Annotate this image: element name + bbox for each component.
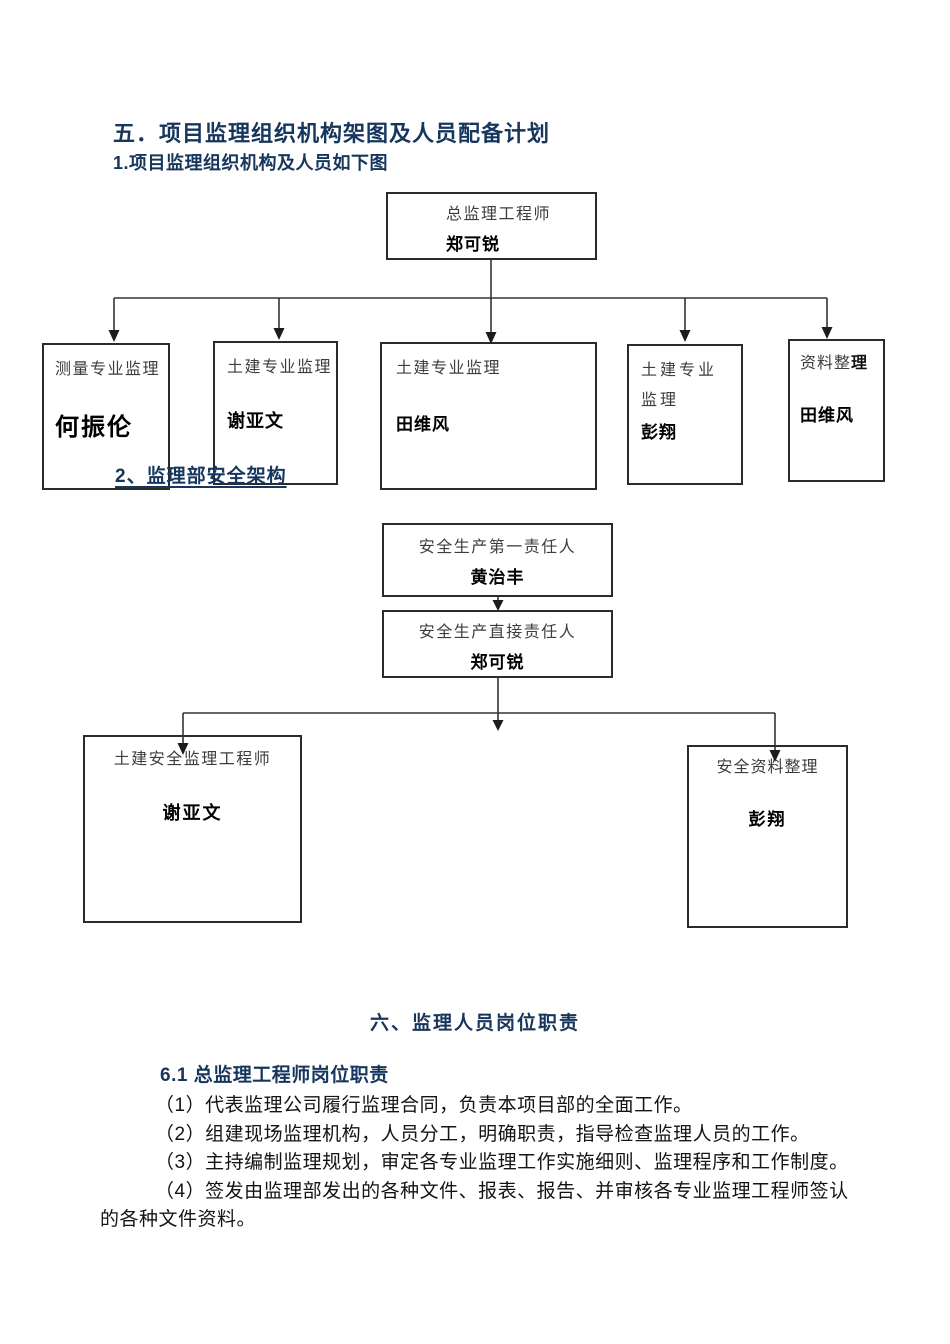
safety-direct-name: 郑可锐: [470, 653, 525, 672]
section6-1-title: 6.1 总监理工程师岗位职责: [160, 1065, 389, 1086]
section5-sub1: 1.项目监理组织机构及人员如下图: [113, 153, 389, 173]
safety-archives-name: 彭翔: [748, 810, 787, 829]
section5-sub2: 2、监理部安全架构: [115, 466, 287, 487]
org1-archives-name: 田维风: [800, 406, 854, 425]
org1-box-archives: 资料整理 田维风: [788, 339, 885, 482]
safety-direct-title: 安全生产直接责任人: [418, 624, 577, 641]
org1-archives-title: 资料整理: [800, 355, 869, 372]
org1-civil2-name: 田维风: [396, 415, 450, 434]
org1-civil1-name: 谢亚文: [227, 411, 284, 431]
org1-civil2-title: 土建专业监理: [396, 360, 502, 377]
org1-box-civil-2: 土建专业监理 田维风: [380, 342, 597, 490]
safety-box-civil-engineer: 土建安全监理工程师 谢亚文: [83, 735, 302, 923]
section5-title: 五．项目监理组织机构架图及人员配备计划: [113, 121, 551, 146]
org1-box-survey: 测量专业监理 何振伦: [42, 343, 170, 490]
safety-box-first-responsible: 安全生产第一责任人 黄治丰: [382, 523, 613, 597]
safety-box-archives: 安全资料整理 彭翔: [687, 745, 848, 928]
safety-first-title: 安全生产第一责任人: [418, 539, 577, 556]
org1-box-civil-3: 土建专业监理 彭翔: [627, 344, 743, 485]
org1-box-chief: 总监理工程师 郑可锐: [386, 192, 597, 260]
safety-archives-title: 安全资料整理: [716, 759, 819, 776]
section6-duties: （1）代表监理公司履行监理合同，负责本项目部的全面工作。 （2）组建现场监理机构…: [100, 1092, 900, 1235]
duty-line-1: （1）代表监理公司履行监理合同，负责本项目部的全面工作。: [155, 1095, 693, 1116]
org1-survey-title: 测量专业监理: [55, 361, 161, 378]
section6-title: 六、监理人员岗位职责: [369, 1013, 580, 1034]
safety-first-name: 黄治丰: [470, 568, 525, 587]
duty-line-3: （3）主持编制监理规划，审定各专业监理工作实施细则、监理程序和工作制度。: [155, 1152, 849, 1173]
duty-line-2: （2）组建现场监理机构，人员分工，明确职责，指导检查监理人员的工作。: [155, 1123, 810, 1145]
org1-civil3-name: 彭翔: [641, 423, 677, 442]
safety-civil-name: 谢亚文: [162, 803, 223, 823]
org1-civil3-title: 土建专业监理: [641, 362, 718, 409]
safety-civil-title: 土建安全监理工程师: [113, 751, 272, 768]
org1-civil1-title: 土建专业监理: [227, 359, 333, 376]
org1-survey-name: 何振伦: [55, 414, 133, 441]
duty-line-4-wrap: 的各种文件资料。: [100, 1209, 257, 1230]
duty-line-4: （4）签发由监理部发出的各种文件、报表、报告、并审核各专业监理工程师签认: [155, 1180, 849, 1202]
org1-chief-name: 郑可锐: [446, 235, 500, 254]
safety-box-direct-responsible: 安全生产直接责任人 郑可锐: [382, 610, 613, 678]
org1-chief-title: 总监理工程师: [446, 206, 552, 223]
org1-box-civil-1: 土建专业监理 谢亚文: [213, 341, 338, 485]
